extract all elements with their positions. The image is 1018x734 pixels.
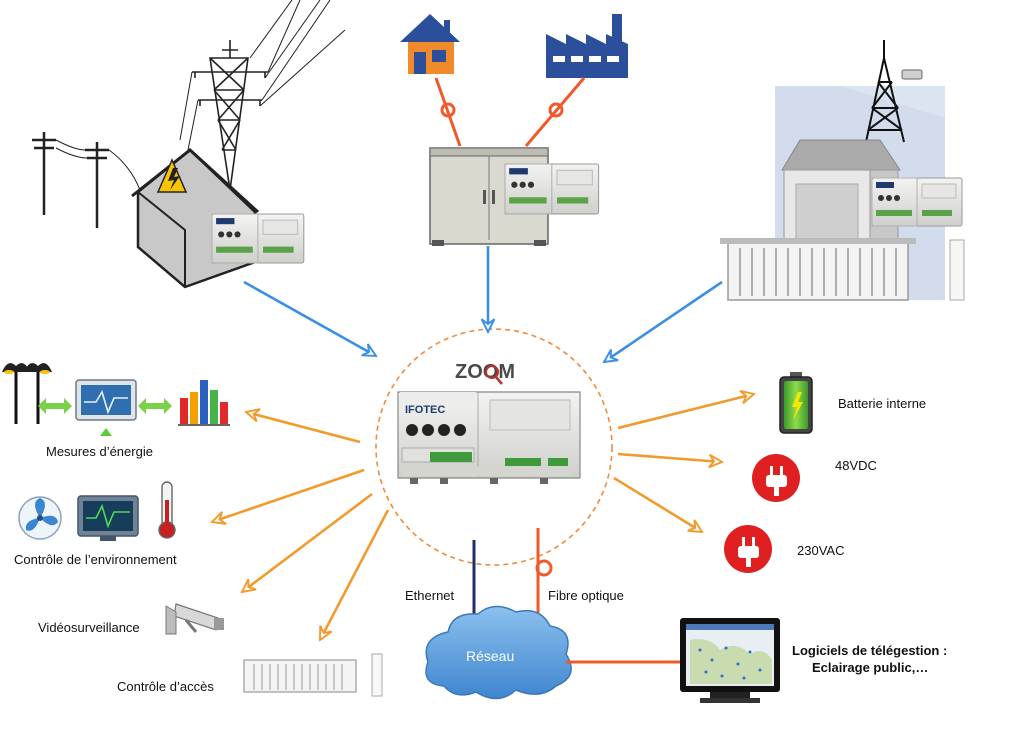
arrow-environment (212, 468, 365, 522)
gate-icon (720, 238, 965, 301)
arrow-substation (243, 280, 376, 358)
antenna-tower-icon (865, 40, 905, 143)
house-icon (400, 14, 460, 74)
fan-icon (18, 496, 62, 540)
building-icon (781, 139, 901, 247)
gate-icon-2 (243, 653, 383, 697)
label-battery: Batterie interne (838, 396, 927, 411)
plug-icon-230vac (724, 525, 772, 573)
label-ethernet: Ethernet (405, 588, 455, 603)
cloud-icon (425, 605, 572, 700)
factory-icon (546, 14, 628, 78)
arrow-double-green-2 (138, 398, 172, 414)
battery-icon (779, 372, 813, 434)
arrow-video (242, 492, 373, 592)
arrow-site (604, 280, 723, 362)
monitor-icon-2 (77, 495, 139, 541)
site-group (720, 40, 965, 301)
central-device-group: ZOOM IFOTEC (375, 328, 613, 566)
arrow-energy (246, 412, 361, 444)
pylon-icon (179, 0, 346, 191)
arrow-double-green-1 (38, 398, 72, 414)
orange-arrows (212, 394, 754, 640)
label-48vdc: 48VDC (835, 458, 877, 473)
device-mini-3 (871, 177, 963, 227)
arrow-access (318, 509, 390, 640)
thermometer-icon (158, 481, 176, 539)
plug-icon-48vdc (752, 454, 800, 502)
bar-chart-icon (178, 380, 230, 426)
label-network: Réseau (466, 648, 515, 664)
device-brand: IFOTEC (405, 404, 445, 416)
central-device-icon: IFOTEC (397, 391, 581, 484)
camera-icon-small (901, 69, 923, 80)
substation-group (32, 0, 346, 289)
label-fiber: Fibre optique (548, 588, 624, 603)
label-environment: Contrôle de l’environnement (14, 552, 177, 567)
streetlight-icon (2, 363, 52, 424)
zoom-logo: ZOOM (455, 361, 515, 385)
arrow-48vdc (617, 452, 722, 462)
device-mini-1 (211, 213, 305, 264)
label-software-line2: Eclairage public,… (812, 660, 929, 675)
label-energy: Mesures d’énergie (46, 444, 153, 459)
screen-map-icon (680, 618, 780, 703)
utility-poles-icon (32, 132, 141, 228)
arrow-230vac (613, 476, 702, 532)
dashed-circle (375, 328, 613, 566)
label-software-line1: Logiciels de télégestion : (792, 643, 948, 658)
blue-arrows (243, 246, 723, 362)
fiber-link (535, 528, 553, 618)
label-video: Vidéosurveillance (38, 620, 140, 635)
monitor-icon (75, 379, 137, 436)
device-mini-2 (504, 163, 600, 215)
fiber-links-top (434, 77, 586, 147)
camera-icon (165, 603, 224, 635)
label-230vac: 230VAC (797, 543, 845, 558)
label-access: Contrôle d’accès (117, 679, 214, 694)
arrow-battery (617, 394, 754, 430)
